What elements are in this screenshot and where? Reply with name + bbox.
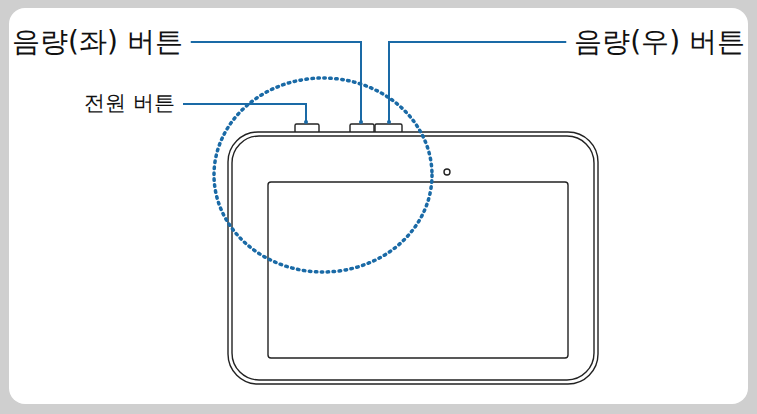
camera-lens <box>444 169 450 175</box>
tablet-outline <box>228 132 598 384</box>
leader-end <box>359 120 363 124</box>
tablet-inner-outline <box>232 136 594 380</box>
leader-end <box>304 120 308 124</box>
panel-ground <box>9 8 748 404</box>
power-label: 전원 버튼 <box>84 92 175 115</box>
zoom-circle <box>214 78 432 272</box>
leader-line <box>183 104 306 122</box>
leader-line <box>389 42 566 122</box>
tablet-screen <box>268 182 568 358</box>
volume-right-label: 음량(우) 버튼 <box>574 27 745 58</box>
volume-left-label: 음량(좌) 버튼 <box>12 27 183 58</box>
tablet-body <box>228 124 598 384</box>
leader-line <box>191 42 361 122</box>
leader-end <box>387 120 391 124</box>
